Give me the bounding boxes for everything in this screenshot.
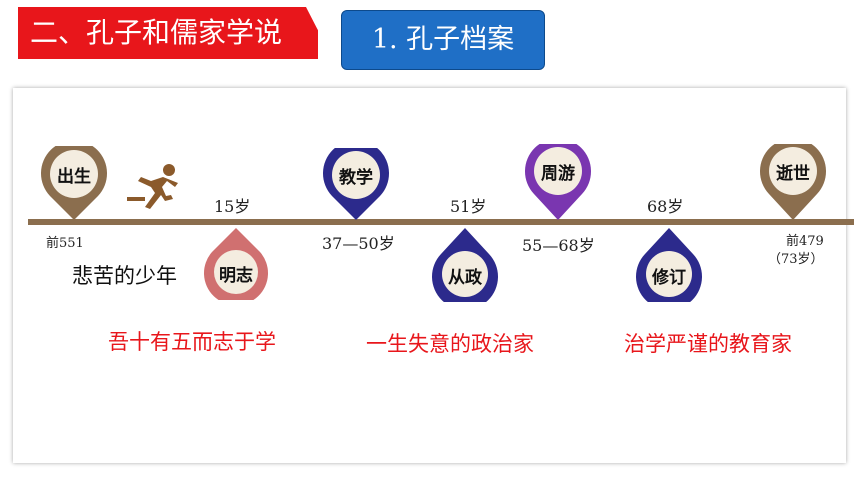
event-death-label: 逝世 (776, 164, 810, 184)
aspire-age: 15岁 (214, 197, 251, 216)
event-politics: 从政 (430, 226, 500, 302)
event-aspire: 明志 (202, 226, 270, 300)
death-year: 前479 (786, 234, 824, 249)
event-birth-label: 出生 (57, 167, 91, 187)
timeline-axis (28, 219, 854, 225)
timeline-panel (13, 88, 846, 463)
event-death: 逝世 (757, 144, 829, 222)
travel-age: 55—68岁 (522, 236, 595, 255)
event-revise-label: 修订 (652, 268, 686, 288)
section-title: 二、孔子和儒家学说 (18, 7, 318, 59)
event-aspire-label: 明志 (219, 266, 253, 286)
event-politics-label: 从政 (448, 268, 482, 288)
topic-title: 1. 孔子档案 (341, 10, 545, 70)
birth-year: 前551 (46, 236, 84, 251)
event-teach: 教学 (320, 148, 392, 222)
politics-age: 51岁 (450, 197, 487, 216)
revise-age: 68岁 (647, 197, 684, 216)
quote-politics: 一生失意的政治家 (366, 332, 534, 356)
death-age: （73岁） (768, 252, 824, 267)
running-person-icon (127, 163, 183, 213)
event-travel-label: 周游 (541, 164, 575, 184)
teach-age: 37—50岁 (322, 234, 395, 253)
event-revise: 修订 (634, 226, 704, 302)
quote-youth: 吾十有五而志于学 (108, 330, 276, 354)
event-travel: 周游 (522, 144, 594, 222)
quote-education: 治学严谨的教育家 (624, 332, 792, 356)
event-teach-label: 教学 (339, 168, 373, 188)
event-birth: 出生 (38, 146, 110, 222)
youth-stage-label: 悲苦的少年 (72, 264, 177, 288)
